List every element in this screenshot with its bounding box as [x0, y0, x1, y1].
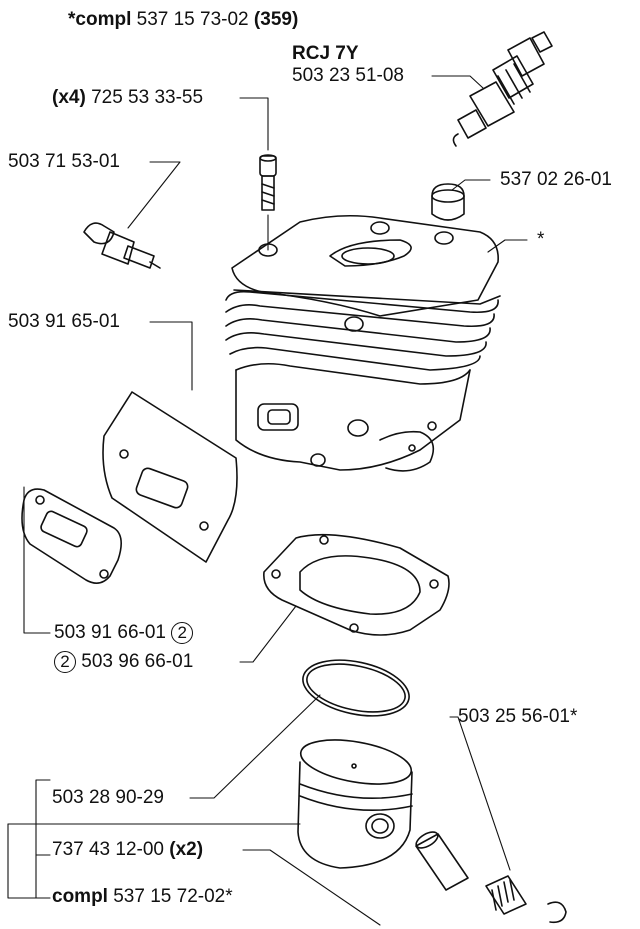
base-gasket-label: 2 503 96 66-01: [54, 651, 193, 673]
bolt-number: 725 53 33-55: [91, 87, 204, 108]
bolt-label: (x4) 725 53 33-55: [52, 87, 203, 109]
base-gasket-drawing: [263, 533, 450, 636]
small-gasket-label: 503 91 66-01 2: [54, 622, 194, 644]
base-gasket-number: 503 96 66-01: [81, 651, 194, 673]
needle-bearing-drawing: [485, 875, 527, 915]
valve-drawing: [83, 222, 161, 269]
compl-prefix: *compl: [68, 9, 132, 30]
cylinder-mark: *: [537, 229, 545, 250]
small-gasket-ref: 2: [171, 622, 194, 644]
base-gasket-ref: 2: [54, 651, 76, 673]
cap-drawing: [431, 183, 465, 221]
pin-qty: (x2): [169, 839, 204, 860]
cap-number: 537 02 26-01: [500, 169, 612, 190]
cylinder-kit-label: *compl 537 15 73-02 (359): [68, 9, 298, 31]
small-gasket-number: 503 91 66-01: [54, 622, 166, 644]
piston-kit-label: compl 537 15 72-02*: [52, 886, 233, 908]
circlip-drawing: [547, 901, 567, 924]
compl-number: 537 15 73-02: [136, 9, 249, 30]
leader-lines: [7, 75, 528, 926]
cylinder-drawing: [225, 214, 501, 472]
valve-number: 503 71 53-01: [8, 151, 120, 172]
spark-plug-drawing: [452, 31, 553, 147]
spark-plug-name: RCJ 7Y: [292, 43, 359, 64]
pin-number: 737 43 12-00: [52, 839, 164, 860]
piston-kit-prefix: compl: [52, 886, 108, 907]
small-gasket-drawing: [21, 488, 122, 584]
compl-qty: (359): [253, 9, 299, 30]
needle-bearing-number: 503 25 56-01*: [458, 706, 578, 727]
piston-kit-number: 537 15 72-02*: [113, 886, 233, 907]
intake-plate-drawing: [102, 391, 238, 563]
ring-number: 503 28 90-29: [52, 787, 164, 808]
piston-ring-drawing: [302, 659, 410, 717]
piston-drawing: [297, 739, 413, 869]
plate-number: 503 91 65-01: [8, 311, 120, 332]
pin-label: 737 43 12-00 (x2): [52, 839, 203, 861]
piston-pin-drawing: [415, 831, 469, 891]
spark-plug-number: 503 23 51-08: [292, 65, 404, 86]
bolt-qty: (x4): [52, 87, 86, 108]
bolt-drawing: [259, 154, 277, 211]
